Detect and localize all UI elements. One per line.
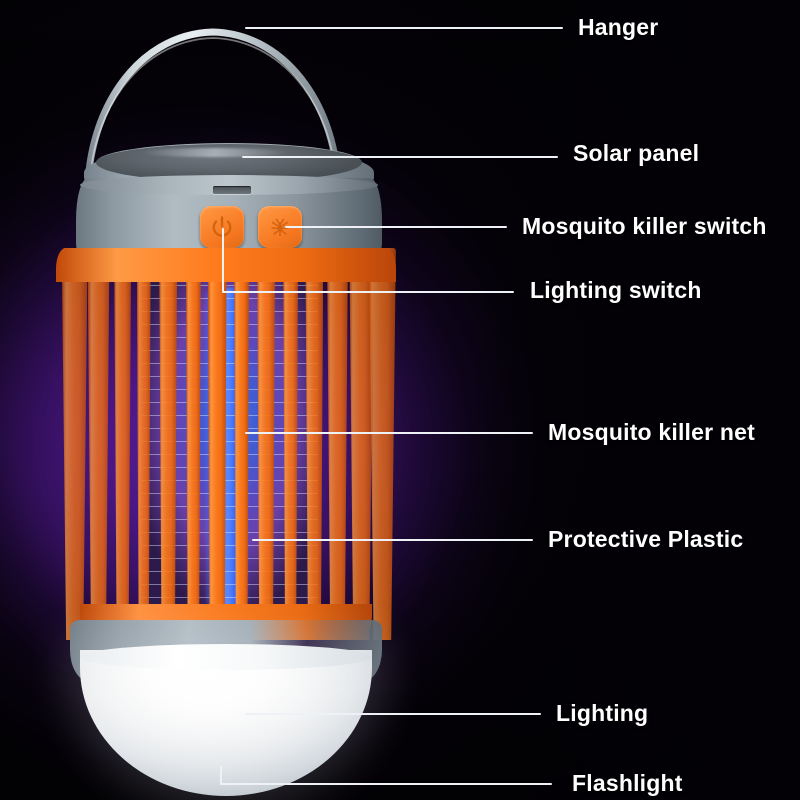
leader-line-vertical-flashlight bbox=[220, 766, 222, 784]
cage-rib bbox=[207, 248, 227, 640]
cage-rib bbox=[368, 248, 396, 640]
annotation-label-lighting: Lighting bbox=[556, 700, 649, 726]
lighting-diffuser-dome bbox=[80, 650, 372, 796]
net-wire bbox=[142, 298, 318, 299]
net-wire bbox=[142, 532, 318, 533]
cage-rib bbox=[136, 248, 151, 640]
net-wire bbox=[142, 519, 318, 520]
net-wire bbox=[142, 363, 318, 364]
net-wire bbox=[142, 337, 318, 338]
annotation-label-hanger: Hanger bbox=[578, 14, 659, 40]
annotation-label-lighting-switch: Lighting switch bbox=[530, 277, 702, 303]
net-wire bbox=[142, 584, 318, 585]
net-wire bbox=[142, 558, 318, 559]
net-wire bbox=[142, 441, 318, 442]
cage-top-collar bbox=[56, 248, 396, 282]
net-wire bbox=[142, 480, 318, 481]
leader-line-mosquito-killer-switch bbox=[285, 226, 507, 228]
net-wire bbox=[142, 376, 318, 377]
leader-line-protective-plastic bbox=[252, 539, 533, 541]
net-wire bbox=[142, 415, 318, 416]
annotation-label-mosquito-killer-net: Mosquito killer net bbox=[548, 419, 755, 445]
cage-rib bbox=[87, 248, 110, 640]
net-wire bbox=[142, 597, 318, 598]
protective-plastic-cage bbox=[56, 248, 396, 640]
annotation-label-mosquito-killer-switch: Mosquito killer switch bbox=[522, 213, 767, 239]
net-wire bbox=[142, 506, 318, 507]
net-wire bbox=[142, 545, 318, 546]
control-band-top bbox=[80, 175, 378, 195]
leader-line-hanger bbox=[245, 27, 563, 29]
cage-rib bbox=[114, 248, 132, 640]
cage-rib bbox=[349, 248, 374, 640]
net-wire bbox=[142, 350, 318, 351]
annotation-label-solar-panel: Solar panel bbox=[573, 140, 700, 166]
net-wire bbox=[142, 285, 318, 286]
net-wire bbox=[142, 389, 318, 390]
leader-line-lighting bbox=[245, 713, 541, 715]
cage-rib bbox=[234, 248, 250, 640]
net-wire bbox=[142, 428, 318, 429]
mosquito-killer-switch-button[interactable] bbox=[258, 206, 302, 248]
mosquito-icon bbox=[271, 218, 289, 237]
background-right-fade bbox=[470, 0, 800, 800]
usb-port bbox=[213, 186, 251, 194]
leader-line-lighting-switch bbox=[222, 291, 514, 293]
cage-rib bbox=[185, 248, 201, 640]
cage-rib bbox=[305, 248, 324, 640]
leader-line-solar-panel bbox=[242, 156, 558, 158]
cage-rib bbox=[61, 248, 88, 640]
cage-rib bbox=[257, 248, 276, 640]
annotation-label-flashlight: Flashlight bbox=[572, 770, 683, 796]
cage-rib bbox=[327, 248, 349, 640]
diffuser-top-edge bbox=[80, 644, 372, 670]
hanger-wire bbox=[84, 28, 342, 208]
cage-rib bbox=[283, 248, 299, 640]
leader-line-mosquito-killer-net bbox=[245, 432, 533, 434]
net-wire bbox=[142, 493, 318, 494]
annotation-label-protective-plastic: Protective Plastic bbox=[548, 526, 744, 552]
net-wire bbox=[142, 467, 318, 468]
net-wire bbox=[142, 454, 318, 455]
solar-panel-sheen bbox=[140, 148, 290, 157]
leader-line-vertical-lighting-switch bbox=[222, 228, 224, 292]
net-wire bbox=[142, 402, 318, 403]
leader-line-flashlight bbox=[220, 783, 552, 785]
net-wire bbox=[142, 324, 318, 325]
net-wire bbox=[142, 571, 318, 572]
product-illustration bbox=[56, 28, 396, 796]
cage-rib bbox=[159, 248, 178, 640]
net-wire bbox=[142, 311, 318, 312]
